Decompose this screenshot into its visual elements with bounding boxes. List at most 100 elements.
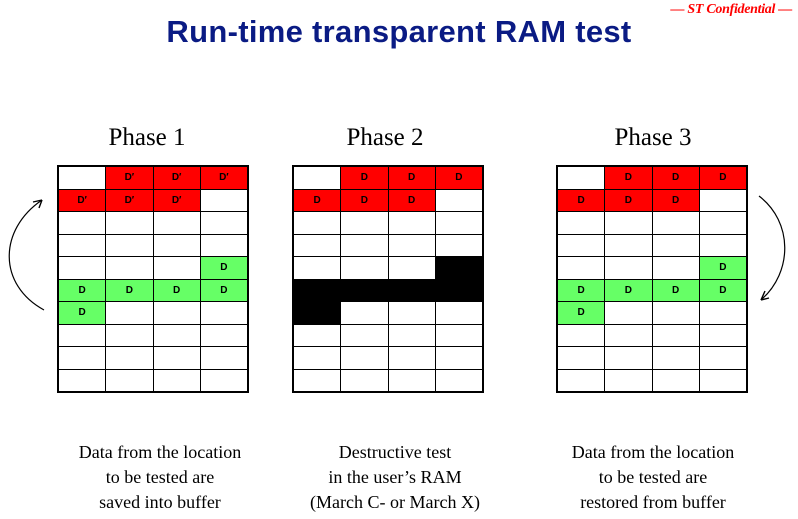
memory-cell bbox=[388, 302, 435, 324]
memory-cell: D bbox=[558, 302, 605, 324]
memory-cell bbox=[341, 302, 388, 324]
confidential-label: — ST Confidential — bbox=[670, 2, 793, 17]
memory-cell bbox=[435, 234, 482, 256]
memory-cell bbox=[558, 234, 605, 256]
memory-cell bbox=[59, 347, 106, 369]
memory-cell bbox=[605, 234, 652, 256]
memory-cell: D′ bbox=[59, 189, 106, 211]
memory-cell: D′ bbox=[106, 189, 153, 211]
memory-cell: D bbox=[435, 167, 482, 189]
curved-arrow-up-icon bbox=[8, 199, 45, 311]
memory-cell bbox=[59, 369, 106, 391]
memory-cell: D bbox=[699, 167, 746, 189]
memory-cell bbox=[558, 324, 605, 346]
memory-cell bbox=[699, 369, 746, 391]
memory-cell bbox=[652, 212, 699, 234]
memory-cell bbox=[153, 369, 200, 391]
slide-title: Run-time transparent RAM test bbox=[166, 14, 632, 49]
caption-line: to be tested are bbox=[105, 467, 215, 487]
memory-cell bbox=[605, 302, 652, 324]
memory-cell bbox=[435, 257, 482, 279]
memory-cell bbox=[294, 257, 341, 279]
memory-cell bbox=[200, 324, 247, 346]
memory-cell bbox=[200, 347, 247, 369]
memory-cell bbox=[558, 347, 605, 369]
memory-cell bbox=[699, 212, 746, 234]
memory-cell bbox=[341, 369, 388, 391]
phase-3-label: Phase 3 bbox=[614, 124, 692, 151]
caption-line: to be tested are bbox=[598, 467, 708, 487]
memory-cell bbox=[294, 324, 341, 346]
memory-cell bbox=[106, 212, 153, 234]
curved-arrow-down-icon bbox=[758, 195, 786, 301]
memory-cell: D bbox=[388, 189, 435, 211]
memory-cell: D bbox=[59, 279, 106, 301]
memory-cell bbox=[388, 279, 435, 301]
memory-cell bbox=[558, 167, 605, 189]
memory-cell bbox=[388, 212, 435, 234]
memory-cell bbox=[388, 234, 435, 256]
memory-cell bbox=[341, 324, 388, 346]
memory-cell bbox=[435, 324, 482, 346]
memory-cell bbox=[605, 212, 652, 234]
memory-cell bbox=[341, 279, 388, 301]
caption-line: (March C- or March X) bbox=[310, 492, 480, 512]
memory-cell bbox=[106, 234, 153, 256]
memory-cell: D′ bbox=[200, 167, 247, 189]
phase-2-label: Phase 2 bbox=[346, 124, 424, 151]
memory-cell bbox=[341, 212, 388, 234]
memory-cell bbox=[388, 324, 435, 346]
memory-cell bbox=[435, 347, 482, 369]
memory-cell: D bbox=[652, 189, 699, 211]
memory-cell bbox=[59, 212, 106, 234]
memory-cell bbox=[200, 302, 247, 324]
memory-cell: D bbox=[294, 189, 341, 211]
memory-cell bbox=[59, 167, 106, 189]
memory-cell bbox=[153, 347, 200, 369]
memory-cell bbox=[388, 369, 435, 391]
memory-cell bbox=[388, 257, 435, 279]
memory-cell bbox=[435, 189, 482, 211]
memory-cell bbox=[153, 257, 200, 279]
memory-cell bbox=[558, 212, 605, 234]
memory-cell bbox=[699, 347, 746, 369]
memory-cell bbox=[699, 324, 746, 346]
memory-cell bbox=[435, 302, 482, 324]
phase-2-caption: Destructive test in the user’s RAM (Marc… bbox=[275, 440, 515, 515]
memory-cell bbox=[200, 189, 247, 211]
memory-cell: D bbox=[106, 279, 153, 301]
memory-cell bbox=[652, 257, 699, 279]
memory-cell bbox=[435, 279, 482, 301]
memory-cell: D bbox=[341, 189, 388, 211]
memory-cell: D bbox=[200, 257, 247, 279]
caption-line: saved into buffer bbox=[99, 492, 221, 512]
memory-cell bbox=[294, 167, 341, 189]
memory-cell bbox=[435, 369, 482, 391]
memory-cell: D bbox=[558, 279, 605, 301]
memory-cell bbox=[153, 324, 200, 346]
memory-cell: D bbox=[605, 279, 652, 301]
memory-cell: D′ bbox=[153, 167, 200, 189]
memory-cell bbox=[294, 212, 341, 234]
memory-cell bbox=[435, 212, 482, 234]
caption-line: Destructive test bbox=[338, 442, 452, 462]
phase-1-label: Phase 1 bbox=[108, 124, 186, 151]
memory-cell bbox=[294, 302, 341, 324]
memory-cell bbox=[294, 234, 341, 256]
memory-cell: D bbox=[59, 302, 106, 324]
memory-cell bbox=[106, 302, 153, 324]
memory-cell bbox=[294, 347, 341, 369]
memory-cell: D′ bbox=[106, 167, 153, 189]
caption-line: Data from the location bbox=[78, 442, 242, 462]
memory-cell: D bbox=[605, 189, 652, 211]
memory-cell: D bbox=[558, 189, 605, 211]
memory-cell bbox=[294, 369, 341, 391]
memory-cell bbox=[59, 324, 106, 346]
memory-cell bbox=[153, 302, 200, 324]
memory-cell bbox=[605, 369, 652, 391]
memory-cell: D bbox=[652, 167, 699, 189]
memory-cell bbox=[341, 257, 388, 279]
